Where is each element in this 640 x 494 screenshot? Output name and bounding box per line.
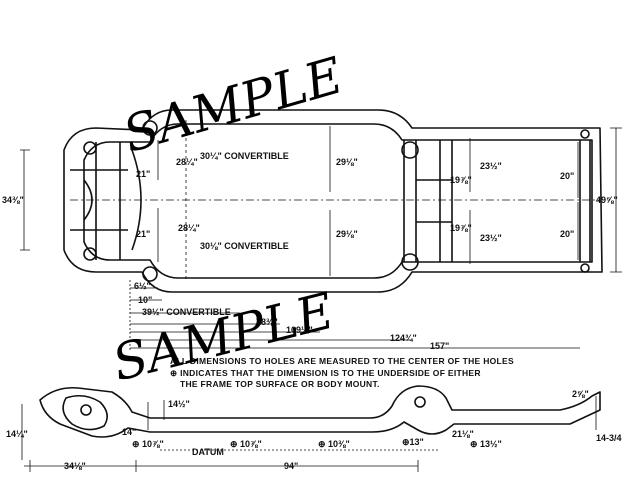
dim-k-label: 23½"	[480, 233, 502, 243]
side-m4-label: ⊕13"	[402, 437, 424, 447]
dim-j-label: 19⅞"	[450, 223, 472, 233]
dim-m-label: 20"	[560, 229, 575, 239]
side-m8-label: 14-3/4	[596, 433, 622, 443]
side-h2-label: 14¼"	[6, 429, 28, 439]
side-rail-outline	[39, 385, 601, 438]
note-line-1: ALL DIMENSIONS TO HOLES ARE MEASURED TO …	[170, 356, 514, 366]
dim-p-label: 39½" CONVERTIBLE	[142, 307, 231, 317]
side-h1-label: 14½"	[168, 399, 190, 409]
dim-n-label: 6½"	[134, 281, 151, 291]
side-l1-label: 34⅛"	[64, 461, 86, 471]
side-m6-label: ⊕ 13½"	[470, 439, 502, 449]
note-line-3: THE FRAME TOP SURFACE OR BODY MOUNT.	[180, 379, 380, 389]
dim-o-label: 10"	[138, 295, 153, 305]
side-m3-label: ⊕ 10⅜"	[318, 439, 350, 449]
dim-b-label: 21"	[136, 169, 151, 179]
dim-a-label: 28¼"	[176, 157, 198, 167]
front-width-label: 34⅜"	[2, 195, 24, 205]
side-m5-label: 21⅛"	[452, 429, 474, 439]
dim-g-label: 29⅛"	[336, 229, 358, 239]
dim-d-label: 28¼"	[178, 223, 200, 233]
dim-r-label: 109¼"	[286, 325, 313, 335]
left-rail-outline	[63, 109, 603, 293]
side-m1-label: ⊕ 10⅞"	[132, 439, 164, 449]
side-m7-label: 2⅝"	[572, 389, 589, 399]
dim-t-label: 157"	[430, 341, 450, 351]
dim-f-label: 30⅛" CONVERTIBLE	[200, 241, 289, 251]
rear-width-label: 49⅝"	[596, 195, 618, 205]
datum-label: DATUM	[192, 447, 224, 457]
dim-h-label: 23½"	[480, 161, 502, 171]
dim-c-label: 29⅛"	[336, 157, 358, 167]
dim-s-label: 124¾"	[390, 333, 417, 343]
dim-i-label: 19⅞"	[450, 175, 472, 185]
note-line-2: ⊕ INDICATES THAT THE DIMENSION IS TO THE…	[170, 368, 481, 378]
inner-rail-outline	[83, 123, 593, 279]
side-l2-label: 94"	[284, 461, 299, 471]
dim-e-label: 21"	[136, 229, 151, 239]
dim-q-label: 78⅜"	[256, 317, 278, 327]
dim-a-convertible-label: 30¼" CONVERTIBLE	[200, 151, 289, 161]
side-m2-label: ⊕ 10⅞"	[230, 439, 262, 449]
dim-l-label: 20"	[560, 171, 575, 181]
side-h3-label: 14"	[122, 427, 137, 437]
